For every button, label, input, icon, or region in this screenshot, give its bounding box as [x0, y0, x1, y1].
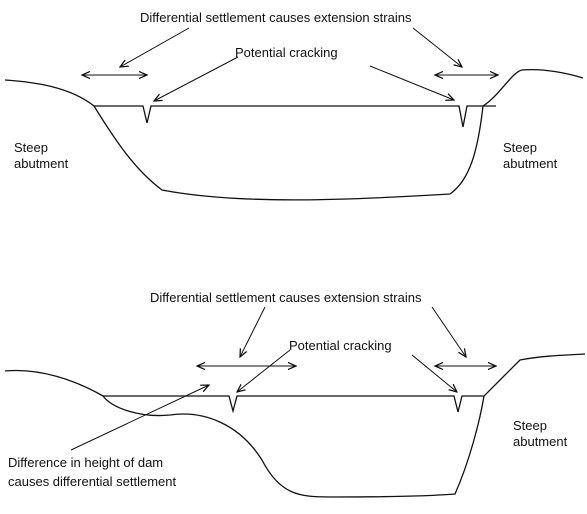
top-strain-pointer-right — [412, 27, 462, 67]
top-left-abutment-label-line2: abutment — [14, 156, 69, 171]
bottom-crack-pointer-left — [237, 349, 291, 392]
top-right-abutment-label-line2: abutment — [503, 156, 558, 171]
bottom-strain-label: Differential settlement causes extension… — [150, 290, 422, 305]
bottom-valley-profile — [4, 353, 586, 498]
top-crack-pointer-left — [154, 56, 239, 101]
bottom-strain-pointer-right — [431, 306, 466, 357]
top-strain-pointer-left — [120, 27, 190, 67]
bottom-dam-crest — [103, 395, 484, 414]
top-valley-profile — [4, 68, 584, 201]
top-strain-label: Differential settlement causes extension… — [140, 10, 412, 25]
bottom-right-abutment-label-line2: abutment — [513, 434, 568, 449]
bottom-strain-pointer-left — [240, 306, 266, 357]
bottom-crack-label: Potential cracking — [289, 338, 392, 353]
bottom-diagram: Differential settlement causes extension… — [4, 290, 586, 498]
bottom-height-pointer — [70, 385, 209, 451]
bottom-right-abutment-label-line1: Steep — [513, 418, 547, 433]
bottom-height-note-line1: Difference in height of dam — [8, 455, 163, 470]
bottom-height-note-line2: causes differential settlement — [8, 474, 177, 489]
top-crack-pointer-right — [369, 65, 454, 100]
top-left-abutment-label-line1: Steep — [14, 140, 48, 155]
top-diagram: Differential settlement causes extension… — [4, 10, 584, 201]
top-right-abutment-label-line1: Steep — [503, 140, 537, 155]
bottom-crack-pointer-right — [411, 354, 457, 392]
top-dam-crest — [94, 105, 496, 128]
top-crack-label: Potential cracking — [235, 45, 338, 60]
